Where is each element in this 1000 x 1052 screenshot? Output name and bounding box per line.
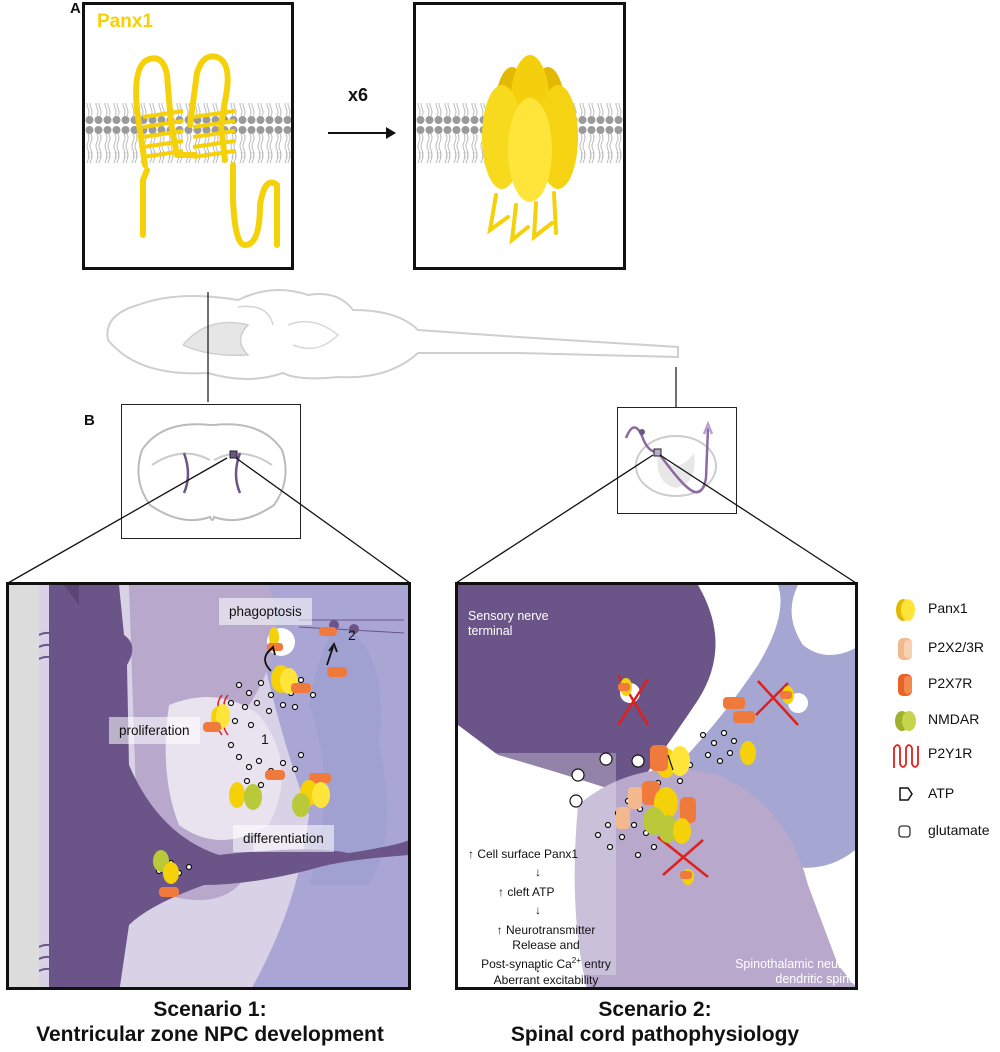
microglial-label: Microglial cell [793, 601, 853, 631]
panx1-icon [896, 599, 915, 621]
coronal-brain-drawing [137, 423, 287, 522]
legend-label-p2x23r: P2X2/3R [928, 639, 985, 655]
legend-label-nmdar: NMDAR [928, 711, 980, 727]
flow-arrow-1: ↓ [535, 865, 541, 879]
phagoptosis-label: phagoptosis [219, 598, 312, 625]
atp-icon [899, 787, 913, 801]
legend-item-p2y1r: P2Y1R [888, 742, 1000, 768]
differentiation-label: differentiation [233, 825, 334, 852]
flow-step1-text: Cell surface Panx1 [477, 847, 579, 861]
p2y1r-icon [893, 744, 919, 768]
coronal-brain-box [121, 404, 301, 539]
glutamate-icon [898, 825, 911, 838]
scenario2-caption-line1: Scenario 2: [598, 998, 712, 1021]
atp-cloud-scenario2 [569, 678, 794, 885]
panel-a-letter: A [70, 0, 81, 17]
flow-arrow-2: ↓ [535, 903, 541, 917]
scenario1-caption: Scenario 1: Ventricular zone NPC develop… [0, 997, 420, 1047]
p2x7r-icon [898, 674, 912, 696]
flow-step2-text: cleft ATP [507, 885, 555, 899]
microglial-text: Microglial cell [800, 601, 853, 630]
legend-label-p2y1r: P2Y1R [928, 745, 973, 761]
flow-step3b-text: Release and [512, 938, 580, 952]
panx1-monomer-box: Panx1 [82, 2, 294, 270]
p2x23r-icon [898, 638, 912, 660]
sensory-nerve-label: Sensory nerve terminal [468, 609, 588, 639]
atp-cloud-scenario1 [153, 627, 347, 897]
legend-label-glutamate: glutamate [928, 822, 990, 838]
brain-section-line [207, 292, 209, 402]
proliferation-label: proliferation [109, 717, 200, 744]
panx1-hexamer-drawing [416, 55, 623, 245]
scenario1-box: phagoptosis 2 proliferation 1 differenti… [6, 582, 411, 990]
sensory-nerve-text: Sensory nerve terminal [468, 609, 549, 638]
legend-item-panx1: Panx1 [888, 597, 1000, 621]
panx1-label: Panx1 [97, 11, 153, 32]
panel-b-letter: B [84, 412, 95, 429]
flow-step3c-text: Post-synaptic Ca [481, 957, 572, 971]
flow-step3c-end: entry [580, 957, 611, 971]
flow-step3a-text: Neurotransmitter [505, 923, 596, 937]
nmdar-icon [895, 711, 916, 731]
legend-item-atp: ATP [888, 782, 1000, 806]
flow-step4-text: Aberrant excitability [493, 973, 599, 987]
panx1-monomer-drawing [85, 53, 291, 249]
flow-step3: ↑ Neurotransmitter Release and Post-syna… [481, 923, 611, 971]
legend-label-panx1: Panx1 [928, 600, 968, 616]
flow-step3c-sup: 2+ [571, 956, 581, 965]
flow-step1: ↑ Cell surface Panx1 [468, 847, 579, 861]
flow-arrow-3: ↓ [535, 961, 541, 975]
legend-item-p2x7r: P2X7R [888, 672, 1000, 696]
spinothalamic-text: Spinothalamic neuron dendritic spine [735, 957, 856, 986]
spinothalamic-label: Spinothalamic neuron dendritic spine [708, 957, 856, 987]
multiplier-label: x6 [348, 85, 369, 105]
scenario1-caption-line2: Ventricular zone NPC development [36, 1023, 384, 1046]
scenario2-caption: Scenario 2: Spinal cord pathophysiology [450, 997, 860, 1047]
scenario1-caption-line1: Scenario 1: [153, 998, 267, 1021]
pathway-1-label: 1 [261, 731, 269, 747]
scenario2-caption-line2: Spinal cord pathophysiology [510, 1023, 800, 1046]
panx1-hexamer-box [413, 2, 626, 270]
legend-label-atp: ATP [928, 785, 955, 801]
legend-item-nmdar: NMDAR [888, 708, 1000, 732]
legend-label-p2x7r: P2X7R [928, 675, 973, 691]
legend-item-glutamate: glutamate [888, 819, 1000, 843]
flow-step2: ↑ cleft ATP [498, 885, 555, 899]
mouse-cns-outline [106, 289, 679, 380]
legend-item-p2x23r: P2X2/3R [888, 636, 1000, 660]
scenario2-box: Sensory nerve terminal Microglial cell S… [455, 582, 858, 990]
assembly-arrow [328, 127, 396, 139]
pathway-2-label: 2 [348, 627, 356, 643]
flow-step4: Aberrant excitability [466, 973, 626, 987]
spinal-section-line [675, 367, 677, 407]
